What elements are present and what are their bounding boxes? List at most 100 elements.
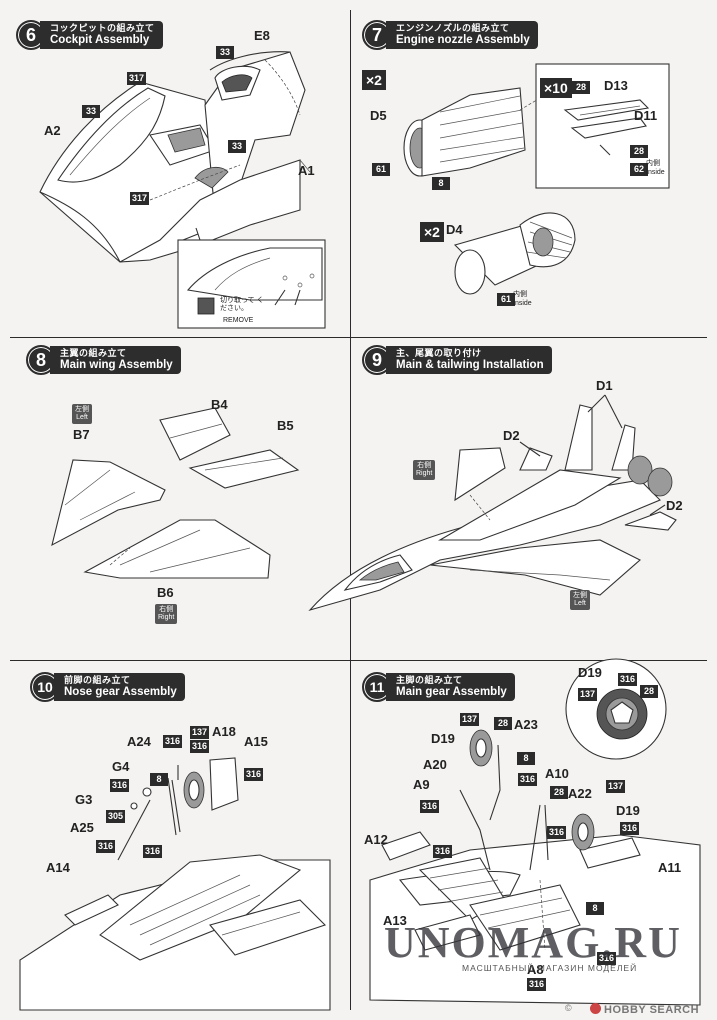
paint-code-316: 316 <box>433 845 453 858</box>
part-label-a25: A25 <box>70 820 94 835</box>
part-label-a10: A10 <box>545 766 569 781</box>
quantity-badge: ×2 <box>362 70 386 90</box>
part-label-a11: A11 <box>658 860 682 875</box>
part-label-a23: A23 <box>514 717 538 732</box>
step-7-title-en: Engine nozzle Assembly <box>396 33 530 46</box>
nosegear-drawing <box>19 757 331 1011</box>
nozzle-drawing <box>403 63 670 295</box>
part-label-a24: A24 <box>127 734 151 749</box>
part-label-a12: A12 <box>364 832 388 847</box>
paint-code-137: 137 <box>606 780 626 793</box>
paint-code-137: 137 <box>190 726 210 739</box>
step-11-title-jp: 主脚の組み立て <box>396 675 463 686</box>
divider-h2 <box>10 660 707 661</box>
paint-code-28: 28 <box>550 786 568 799</box>
quantity-badge: ×10 <box>540 78 572 98</box>
part-label-a13: A13 <box>383 913 407 928</box>
part-label-d5: D5 <box>370 108 387 123</box>
paint-code-316: 316 <box>163 735 183 748</box>
cockpit-drawing <box>39 51 326 329</box>
inside-note-en: Inside <box>513 300 532 307</box>
paint-code-8: 8 <box>150 773 168 786</box>
part-label-e8: E8 <box>254 28 270 43</box>
step-8-title-en: Main wing Assembly <box>60 358 173 371</box>
paint-code-317: 317 <box>130 192 150 205</box>
paint-code-62: 62 <box>630 163 648 176</box>
part-label-a14: A14 <box>46 860 70 875</box>
paint-code-61: 61 <box>372 163 390 176</box>
part-label-a20: A20 <box>423 757 447 772</box>
paint-code-316: 316 <box>547 826 567 839</box>
part-label-d19: D19 <box>578 665 602 680</box>
maingear-drawing <box>369 658 701 1006</box>
part-label-g4: G4 <box>112 759 130 774</box>
step-6-title-jp: コックピットの組み立て <box>50 23 155 34</box>
paint-code-316: 316 <box>620 822 640 835</box>
part-label-a8: A8 <box>527 962 544 977</box>
step-11-title-en: Main gear Assembly <box>396 685 507 698</box>
part-label-b5: B5 <box>277 418 294 433</box>
paint-code-33: 33 <box>82 105 100 118</box>
quantity-badge: ×2 <box>420 222 444 242</box>
paint-code-33: 33 <box>216 46 234 59</box>
part-label-a9: A9 <box>413 777 430 792</box>
part-label-g3: G3 <box>75 792 93 807</box>
part-label-d1: D1 <box>596 378 613 393</box>
paint-code-316: 316 <box>244 768 264 781</box>
paint-code-316: 316 <box>110 779 130 792</box>
part-label-d19: D19 <box>431 731 455 746</box>
part-label-d19: D19 <box>616 803 640 818</box>
remove-note-en: REMOVE <box>223 317 254 324</box>
paint-code-316: 316 <box>597 952 617 965</box>
paint-code-8: 8 <box>517 752 535 765</box>
part-label-d2: D2 <box>503 428 520 443</box>
step-6-header: 6 コックピットの組み立て Cockpit Assembly <box>16 20 163 50</box>
step-7-title-jp: エンジンノズルの組み立て <box>396 23 510 34</box>
step-6-title-en: Cockpit Assembly <box>50 33 150 46</box>
paint-code-28: 28 <box>640 685 658 698</box>
mainwing-drawing <box>51 407 300 579</box>
part-label-d4: D4 <box>446 222 463 237</box>
remove-note-jp: 切り取って ください。 <box>220 297 264 312</box>
paint-code-316: 316 <box>420 800 440 813</box>
part-label-a2: A2 <box>44 123 61 138</box>
paint-code-305: 305 <box>106 810 126 823</box>
logo-dot-icon <box>590 1003 601 1014</box>
part-label-d11: D11 <box>634 108 658 123</box>
step-7-header: 7 エンジンノズルの組み立て Engine nozzle Assembly <box>362 20 538 50</box>
step-10-title-en: Nose gear Assembly <box>64 685 177 698</box>
step-9-header: 9 主、尾翼の取り付け Main & tailwing Installation <box>362 345 552 375</box>
inside-note-en: Inside <box>646 169 665 176</box>
paint-code-28: 28 <box>494 717 512 730</box>
paint-code-316: 316 <box>190 740 210 753</box>
copyright-mark: © <box>565 1003 572 1013</box>
paint-code-33: 33 <box>228 140 246 153</box>
part-label-d13: D13 <box>604 78 628 93</box>
part-label-d2: D2 <box>666 498 683 513</box>
paint-code-137: 137 <box>578 688 598 701</box>
part-label-a15: A15 <box>244 734 268 749</box>
step-10-header: 10 前脚の組み立て Nose gear Assembly <box>30 672 185 702</box>
divider-h1 <box>10 337 707 338</box>
paint-code-28: 28 <box>572 81 590 94</box>
part-label-b4: B4 <box>211 397 228 412</box>
divider-v <box>350 10 351 1010</box>
step-8-header: 8 主翼の組み立て Main wing Assembly <box>26 345 181 375</box>
watermark-logo: UNOMAG.RU <box>384 918 682 967</box>
part-label-b7: B7 <box>73 427 90 442</box>
part-label-a18: A18 <box>212 724 236 739</box>
paint-code-61: 61 <box>497 293 515 306</box>
paint-code-8: 8 <box>586 902 604 915</box>
watermark-subtitle: МАСШТАБНЫЙ МАГАЗИН МОДЕЛЕЙ <box>462 963 638 973</box>
paint-code-316: 316 <box>527 978 547 991</box>
step-9-title-en: Main & tailwing Installation <box>396 358 544 371</box>
step-11-header: 11 主脚の組み立て Main gear Assembly <box>362 672 515 702</box>
part-label-a1: A1 <box>298 163 315 178</box>
inside-note-jp: 内側 <box>513 291 527 298</box>
paint-code-28: 28 <box>630 145 648 158</box>
paint-code-316: 316 <box>618 673 638 686</box>
